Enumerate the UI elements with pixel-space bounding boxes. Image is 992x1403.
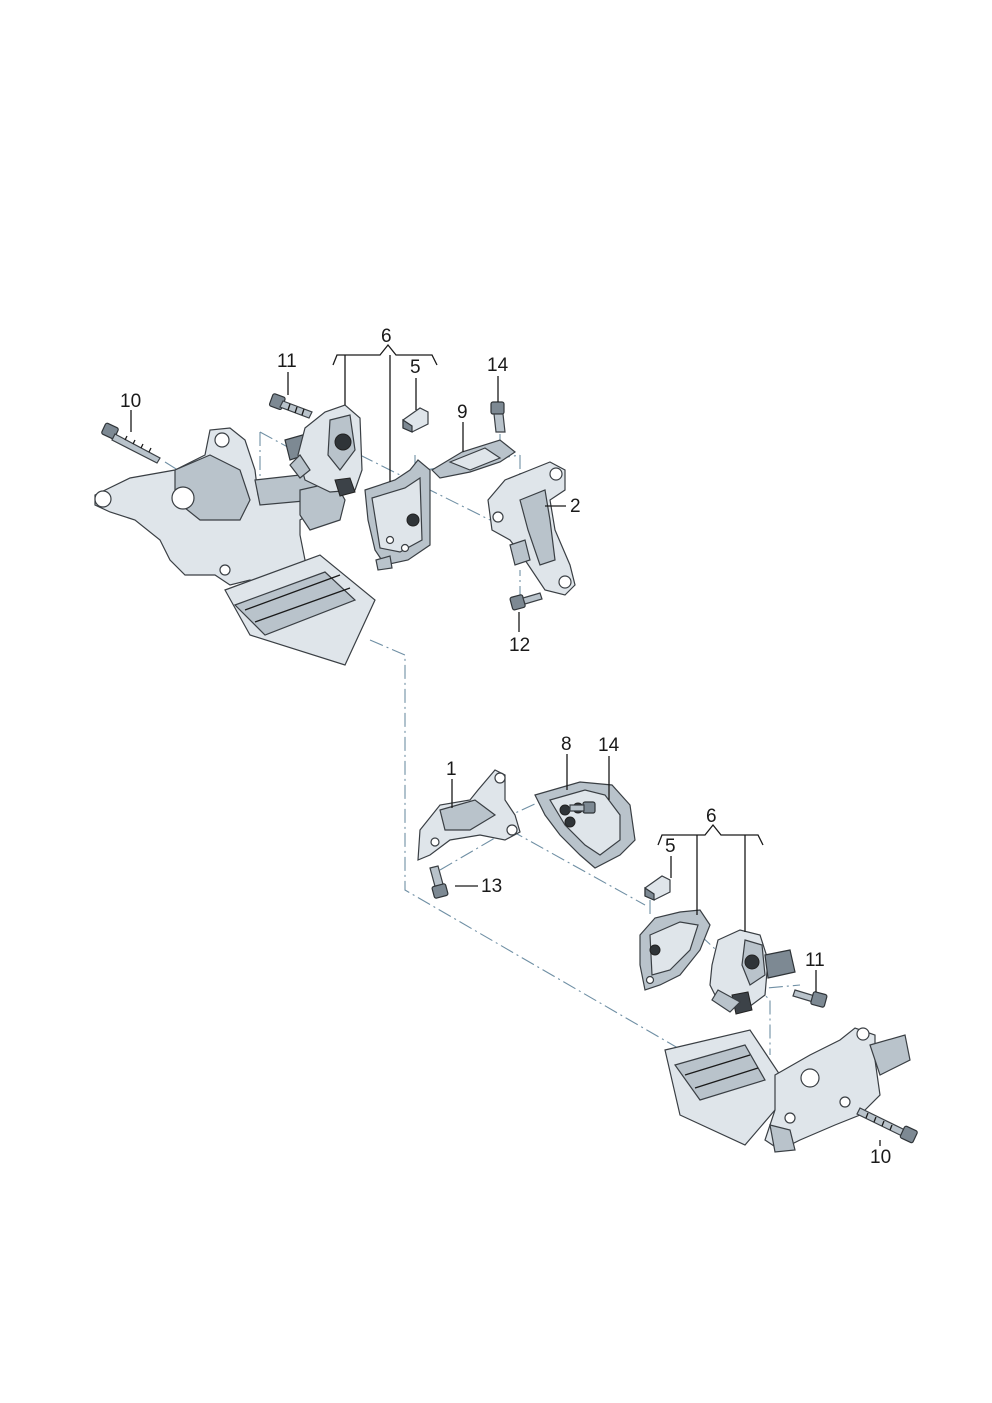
callout-9-top: 9 <box>457 402 468 423</box>
callout-6-bottom: 6 <box>706 806 717 827</box>
callout-14-bottom: 14 <box>598 735 620 756</box>
callout-5-top: 5 <box>410 357 421 378</box>
callout-11-bottom: 11 <box>805 950 825 971</box>
cover-9-top <box>431 439 517 479</box>
bolt-14-bottom <box>569 801 596 814</box>
bracket-6-bottom <box>639 909 711 991</box>
leader-lines <box>130 343 881 1146</box>
bolt-11-top <box>268 393 313 419</box>
callout-6-top: 6 <box>381 326 392 347</box>
callout-10-top: 10 <box>120 391 141 412</box>
callout-13-bottom: 13 <box>481 876 502 897</box>
bolt-12-top <box>509 592 543 611</box>
support-1-bottom <box>417 769 521 861</box>
engine-mount-6-bottom <box>709 929 796 1015</box>
callout-1-bottom: 1 <box>446 759 457 780</box>
support-2-top <box>487 461 576 596</box>
stopper-5-bottom <box>644 875 671 901</box>
bolt-10-bottom <box>856 1107 918 1144</box>
bolt-10-top <box>101 422 161 464</box>
subframe-top <box>94 427 376 666</box>
engine-mount-6-top <box>284 404 363 497</box>
callout-11-top: 11 <box>277 351 297 372</box>
callout-14-top: 14 <box>487 355 509 376</box>
callout-5-bottom: 5 <box>665 836 676 857</box>
callout-8-bottom: 8 <box>561 734 572 755</box>
bolt-14-top <box>490 401 506 433</box>
stopper-5-top <box>402 407 429 433</box>
callout-2-top: 2 <box>570 496 581 517</box>
cover-8-bottom <box>534 781 636 869</box>
subframe-bottom <box>664 1027 911 1153</box>
bolt-11-bottom <box>792 989 828 1008</box>
bracket-6-top <box>364 459 431 571</box>
callout-10-bottom: 10 <box>870 1147 891 1168</box>
callout-labels: 6 11 5 14 10 9 2 12 8 14 1 6 5 13 11 10 <box>120 326 891 1168</box>
callout-12-top: 12 <box>509 635 530 656</box>
bolt-13-bottom <box>429 865 449 899</box>
